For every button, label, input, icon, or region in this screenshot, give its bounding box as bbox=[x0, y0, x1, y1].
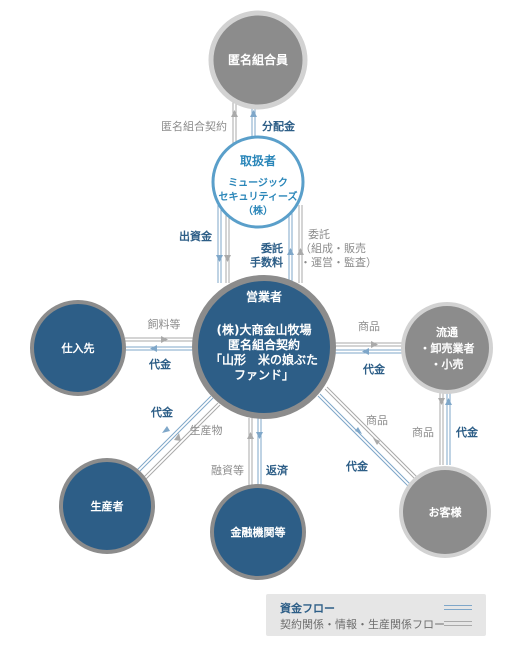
legend-other-line bbox=[444, 621, 472, 626]
label-entrust-3: ・運営・監査） bbox=[300, 255, 377, 269]
label-feed: 飼料等 bbox=[148, 317, 181, 331]
label-goods-customer: 商品 bbox=[366, 413, 388, 427]
label-distribution-payout: 分配金 bbox=[262, 119, 296, 133]
label-payment-supplier: 代金 bbox=[148, 357, 172, 371]
financial-label: 金融機関等 bbox=[230, 525, 286, 539]
flow-labels: 匿名組合契約 分配金 出資金 委託 手数料 委託 （組成・販売 ・運営・監査） … bbox=[148, 119, 479, 477]
line-handler-operator bbox=[216, 205, 304, 283]
label-commission-1: 委託 bbox=[260, 241, 283, 255]
label-entrust-1: 委託 bbox=[308, 227, 330, 241]
node-handler: 取扱者 ミュージック セキュリティーズ （株） bbox=[211, 135, 305, 229]
label-goods-dist-customer: 商品 bbox=[412, 425, 434, 439]
line-operator-customer bbox=[317, 386, 418, 487]
operator-line3: 「山形 米の娘ぶた bbox=[210, 352, 318, 367]
node-supplier: 仕入先 bbox=[30, 300, 126, 396]
investors-label: 匿名組合員 bbox=[228, 52, 288, 67]
legend: 資金フロー 契約関係・情報・生産関係フロー bbox=[266, 594, 486, 636]
label-repayment: 返済 bbox=[266, 463, 289, 477]
handler-title: 取扱者 bbox=[240, 153, 276, 168]
connections bbox=[125, 92, 452, 488]
operator-line2: 匿名組合契約 bbox=[228, 337, 300, 352]
handler-line2: セキュリティーズ bbox=[219, 190, 298, 203]
node-producer: 生産者 bbox=[59, 458, 155, 554]
label-payment-cust-dist: 代金 bbox=[455, 425, 479, 439]
distribution-line3: ・小売 bbox=[431, 357, 464, 371]
legend-money-label: 資金フロー bbox=[280, 602, 335, 615]
line-operator-financial bbox=[247, 418, 263, 488]
label-entrust-2: （組成・販売 bbox=[300, 242, 366, 255]
handler-line1: ミュージック bbox=[228, 177, 288, 189]
line-operator-producer bbox=[135, 395, 221, 481]
label-produce: 生産物 bbox=[190, 423, 223, 437]
legend-money-line bbox=[444, 605, 472, 610]
label-investment: 出資金 bbox=[179, 229, 213, 243]
customer-label: お客様 bbox=[429, 505, 463, 519]
line-operator-distribution bbox=[334, 341, 404, 355]
label-goods-distribution: 商品 bbox=[358, 319, 380, 333]
label-payment-customer: 代金 bbox=[345, 459, 369, 473]
label-loan: 融資等 bbox=[211, 463, 244, 477]
label-contract: 匿名組合契約 bbox=[161, 119, 227, 133]
line-distribution-customer bbox=[438, 389, 452, 465]
operator-line4: ファンド」 bbox=[234, 368, 294, 382]
distribution-line2: ・卸売業者 bbox=[420, 341, 475, 355]
handler-line3: （株） bbox=[243, 204, 273, 217]
node-financial: 金融機関等 bbox=[210, 484, 306, 580]
node-distribution: 流通 ・卸売業者 ・小売 bbox=[401, 302, 493, 394]
node-customer: お客様 bbox=[399, 466, 491, 558]
node-operator: 営業者 (株)大商金山牧場 匿名組合契約 「山形 米の娘ぶた ファンド」 bbox=[192, 275, 336, 419]
legend-other-label: 契約関係・情報・生産関係フロー bbox=[280, 618, 445, 631]
producer-label: 生産者 bbox=[91, 499, 124, 513]
operator-line1: (株)大商金山牧場 bbox=[217, 322, 312, 337]
label-payment-producer: 代金 bbox=[150, 405, 174, 419]
supplier-label: 仕入先 bbox=[61, 341, 95, 355]
line-supplier-operator bbox=[125, 336, 204, 352]
node-investors: 匿名組合員 bbox=[208, 10, 308, 110]
operator-title: 営業者 bbox=[246, 289, 282, 304]
distribution-line1: 流通 bbox=[436, 325, 458, 339]
label-commission-2: 手数料 bbox=[250, 255, 283, 269]
label-payment-distribution: 代金 bbox=[362, 362, 386, 376]
